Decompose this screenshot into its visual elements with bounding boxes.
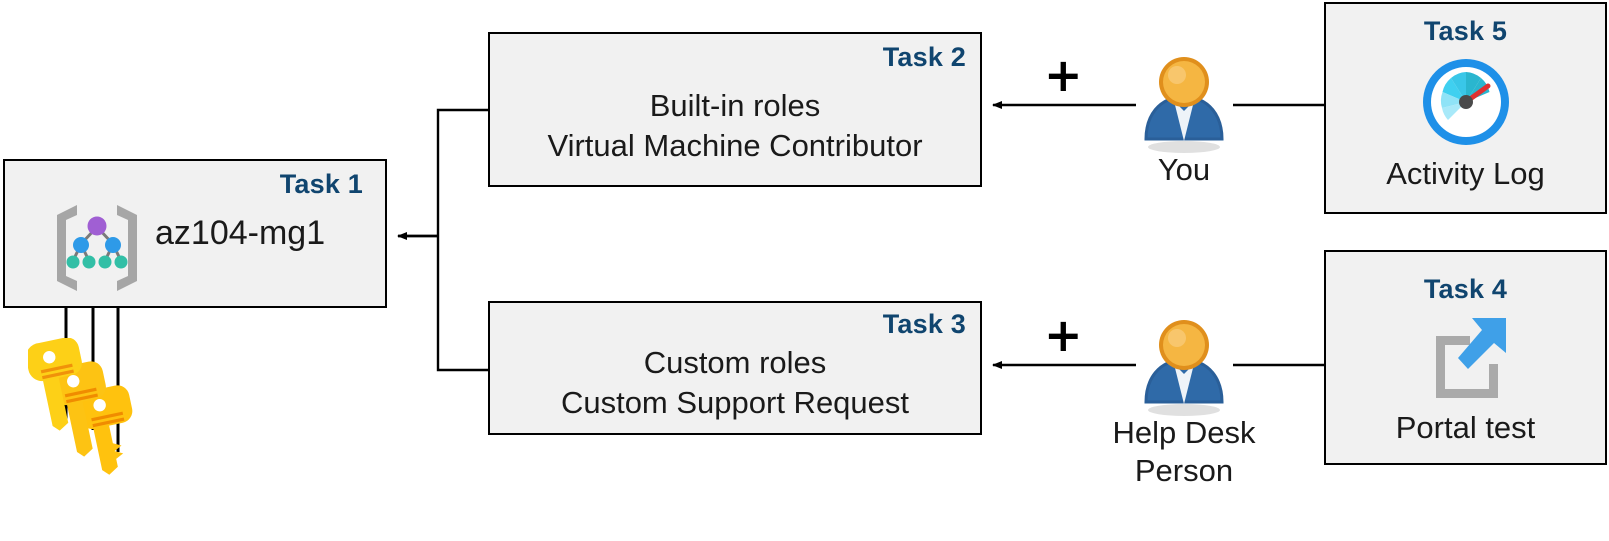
person-help-desk-caption-line-1: Help Desk (1112, 415, 1256, 450)
task-4-box[interactable]: Task 4 Portal test (1324, 250, 1607, 465)
task-3-line-1: Custom roles (643, 345, 827, 380)
plus-operator-bottom: + (1044, 308, 1083, 362)
wire-tasks-to-task1 (397, 108, 488, 372)
task-1-box[interactable]: Task 1 az104-mg1 (3, 159, 387, 308)
task-3-text: Custom roles Custom Support Request (490, 343, 980, 423)
task-3-line-2: Custom Support Request (560, 385, 910, 420)
management-group-icon (57, 205, 137, 291)
task-5-box[interactable]: Task 5 Activity Log (1324, 2, 1607, 214)
task-2-line-2: Virtual Machine Contributor (547, 128, 923, 163)
task-2-box[interactable]: Task 2 Built-in roles Virtual Machine Co… (488, 32, 982, 187)
person-help-desk-caption-line-2: Person (1134, 453, 1234, 488)
person-you-caption-line-1: You (1157, 152, 1211, 187)
person-help-desk[interactable]: Help Desk Person (1113, 318, 1256, 488)
person-you[interactable]: You (1136, 55, 1232, 187)
keys-icon (28, 338, 133, 475)
task-4-icon-wrap (1326, 314, 1605, 407)
task-2-text: Built-in roles Virtual Machine Contribut… (490, 86, 980, 166)
gauge-icon (1422, 59, 1509, 145)
person-help-desk-caption: Help Desk Person (1113, 414, 1256, 490)
task-5-icon-wrap (1326, 56, 1605, 153)
task-2-label: Task 2 (882, 42, 966, 72)
user-icon (1144, 57, 1224, 153)
person-you-caption: You (1158, 151, 1210, 189)
task-4-caption: Portal test (1395, 410, 1536, 445)
task-3-label: Task 3 (882, 309, 966, 339)
plus-operator-top: + (1044, 48, 1083, 102)
task-4-label: Task 4 (1423, 274, 1508, 304)
task-1-text: az104-mg1 (155, 214, 326, 252)
task-2-line-1: Built-in roles (649, 88, 821, 123)
external-link-icon (1435, 318, 1506, 398)
task-1-label: Task 1 (279, 169, 363, 199)
task-3-box[interactable]: Task 3 Custom roles Custom Support Reque… (488, 301, 982, 435)
task-5-label: Task 5 (1423, 16, 1508, 46)
user-icon (1144, 320, 1224, 416)
task-5-caption: Activity Log (1386, 156, 1545, 191)
